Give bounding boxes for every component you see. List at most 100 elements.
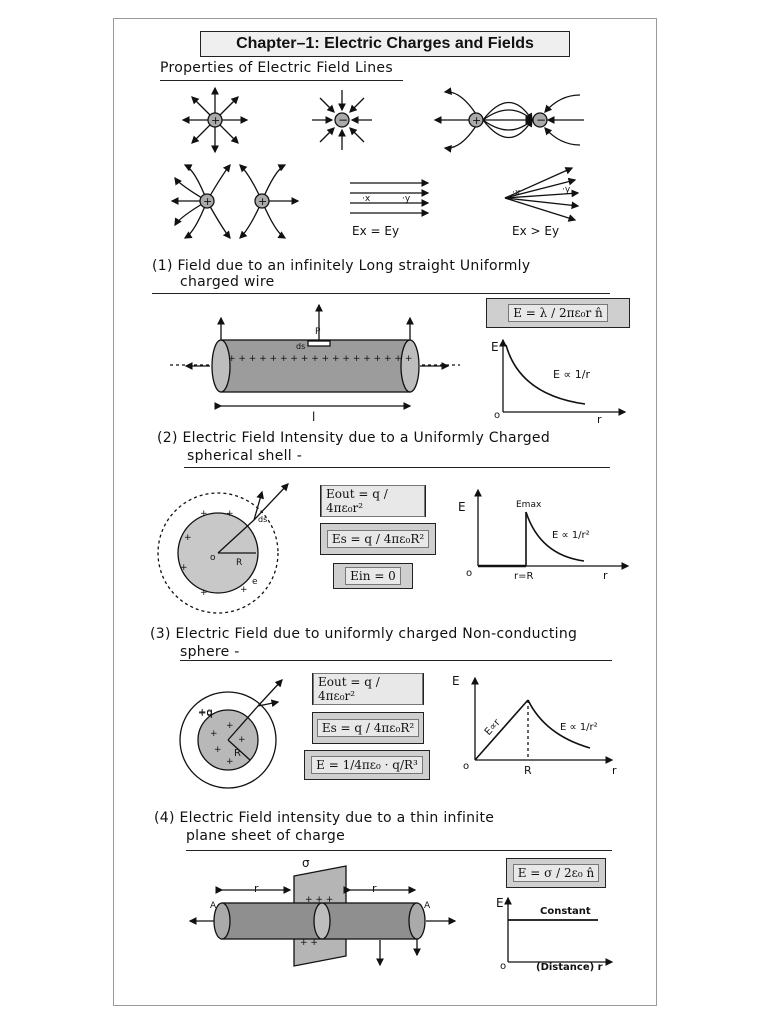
graph-x-label: (Distance) r [536, 962, 603, 973]
svg-text:+: + [472, 114, 481, 127]
graph-r-label: r=R [514, 571, 534, 582]
r-label: r [372, 882, 377, 895]
svg-text:+: + [180, 563, 188, 573]
formula-box: Eout = q / 4πε₀r² [312, 673, 424, 705]
graph-origin: o [500, 961, 507, 972]
r-label: r [254, 882, 259, 895]
heading-underline [184, 467, 610, 468]
svg-text:+: + [258, 195, 267, 208]
charge-label: +q [198, 708, 213, 719]
svg-text:+: + [214, 745, 222, 755]
svg-text:+: + [210, 729, 218, 739]
formula-text: Ein = 0 [345, 567, 401, 585]
page-title: Chapter–1: Electric Charges and Fields [200, 31, 570, 57]
graph-relation: E ∝ 1/r [553, 368, 591, 381]
graph-y-label: E [496, 896, 504, 910]
section-heading: (3) Electric Field due to uniformly char… [150, 626, 578, 642]
positive-charge-field: + [181, 86, 249, 154]
svg-text:+: + [184, 533, 192, 543]
formula-box: Es = q / 4πε₀R² [312, 712, 424, 744]
uniform-label: Ex = Ey [352, 224, 400, 238]
formula-box: Es = q / 4πε₀R² [320, 523, 436, 555]
svg-text:o: o [210, 553, 216, 563]
formula-box: E = 1/4πε₀ · q/R³ [304, 750, 430, 780]
heading-underline [186, 850, 612, 851]
section-heading: plane sheet of charge [186, 828, 346, 844]
formula-text: E = 1/4πε₀ · q/R³ [311, 756, 423, 774]
svg-text:·y: ·y [562, 185, 571, 195]
svg-text:R: R [236, 558, 242, 568]
graph-x-label: r [603, 569, 608, 582]
formula-text: Eout = q / 4πε₀r² [321, 485, 425, 517]
length-label: l [312, 410, 316, 424]
heading-underline [160, 80, 403, 81]
formula-box: Ein = 0 [333, 563, 413, 589]
section-heading: (2) Electric Field Intensity due to a Un… [157, 430, 551, 446]
charge-label: +q [198, 707, 213, 718]
graph-origin: o [494, 410, 501, 421]
svg-text:R: R [234, 748, 241, 759]
svg-text:·y: ·y [402, 194, 411, 204]
graph-origin: o [463, 761, 470, 772]
graph-constant-label: Constant [540, 906, 591, 917]
formula-text: E = λ / 2πε₀r n̂ [508, 304, 608, 322]
nonuniform-field: ·x ·y [504, 167, 580, 222]
svg-text:−: − [536, 113, 546, 127]
graph-x-label: r [597, 413, 602, 426]
section-heading: sphere - [180, 644, 240, 660]
section-heading: Properties of Electric Field Lines [160, 60, 393, 76]
graph-origin: o [466, 568, 473, 579]
svg-text:+: + [211, 114, 220, 127]
negative-charge-field: − [312, 90, 372, 150]
section-heading: spherical shell - [187, 448, 303, 464]
sigma-label: σ [302, 856, 310, 870]
svg-text:P: P [315, 327, 321, 337]
svg-text:+: + [200, 588, 208, 598]
graph-y-label: E [452, 674, 460, 688]
svg-text:+: + [203, 195, 212, 208]
svg-text:+: + [226, 509, 234, 519]
svg-text:+: + [240, 585, 248, 595]
svg-text:·x: ·x [512, 188, 521, 198]
formula-text: Es = q / 4πε₀R² [326, 530, 430, 548]
graph-y-label: E [491, 340, 499, 354]
heading-underline [180, 660, 612, 661]
graph-r-label: R [524, 764, 532, 777]
svg-text:+ + + + + + + + + + + + + + +: + + + + + + + + + + + + + + + + + + [228, 354, 412, 364]
svg-text:e: e [252, 577, 258, 587]
formula-text: E = σ / 2ε₀ n̂ [512, 864, 600, 882]
graph-rel-out: E ∝ 1/r² [560, 722, 598, 733]
formula-text: Es = q / 4πε₀R² [316, 719, 420, 737]
section-heading: charged wire [180, 274, 275, 290]
section-heading: (1) Field due to an infinitely Long stra… [152, 258, 531, 274]
svg-text:+: + [226, 757, 234, 767]
formula-box: E = λ / 2πε₀r n̂ [486, 298, 630, 328]
formula-text: Eout = q / 4πε₀r² [313, 673, 423, 705]
svg-text:+ +: + + [300, 938, 318, 948]
graph-x-label: r [612, 764, 617, 777]
graph-y-label: E [458, 500, 466, 514]
svg-text:+ + +: + + + [305, 895, 333, 905]
section-heading: (4) Electric Field intensity due to a th… [154, 810, 495, 826]
svg-text:A: A [424, 901, 431, 911]
svg-text:·x: ·x [362, 194, 371, 204]
uniform-field: ·x ·y [350, 179, 430, 217]
nonuniform-label: Ex > Ey [512, 224, 560, 238]
like-charges-field: + + [170, 163, 300, 240]
svg-text:+: + [200, 509, 208, 519]
svg-text:−: − [338, 113, 348, 127]
graph-max-label: Emax [516, 500, 542, 510]
svg-text:A: A [210, 901, 217, 911]
svg-text:ds: ds [296, 342, 305, 351]
dipole-field: + − [433, 87, 584, 153]
svg-text:+: + [226, 721, 234, 731]
